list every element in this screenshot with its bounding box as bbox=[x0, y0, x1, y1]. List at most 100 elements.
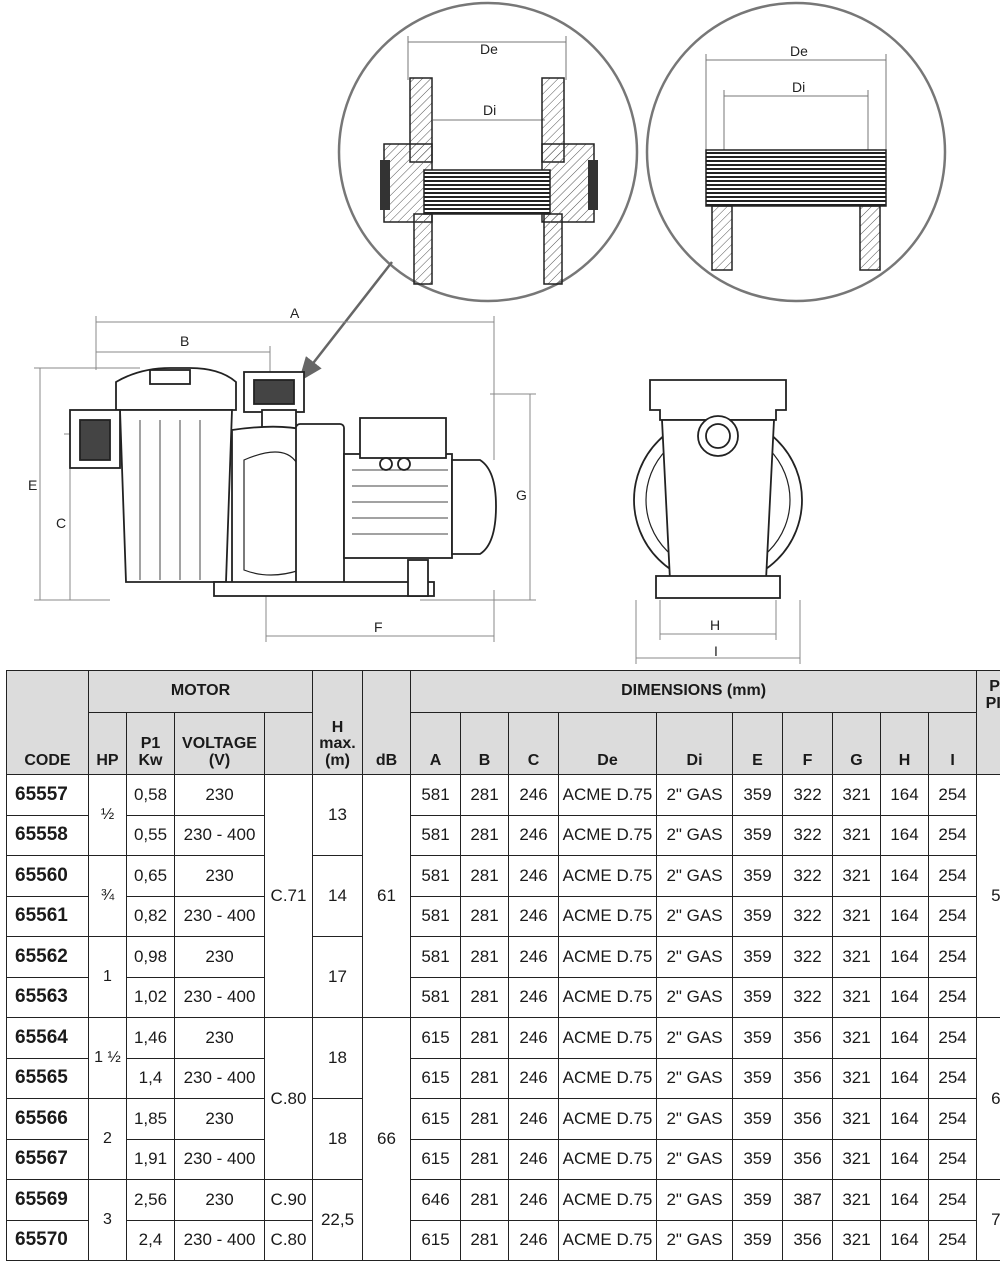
cell-f: 322 bbox=[782, 814, 834, 856]
cell-a: 615 bbox=[410, 1098, 462, 1140]
cell-i: 254 bbox=[928, 855, 978, 897]
header-p1-line2: Kw bbox=[138, 752, 163, 770]
cell-a: 581 bbox=[410, 855, 462, 897]
cell-de: ACME D.75 bbox=[558, 895, 658, 937]
dim-label-a: A bbox=[290, 305, 300, 321]
header-frame bbox=[263, 712, 314, 775]
cell-b: 281 bbox=[460, 895, 510, 937]
cell-i: 254 bbox=[928, 1098, 978, 1140]
cell-code: 65560 bbox=[6, 855, 89, 897]
cell-b: 281 bbox=[460, 1179, 510, 1221]
cell-code: 65563 bbox=[6, 976, 89, 1018]
cell-h: 164 bbox=[880, 976, 930, 1018]
cell-b: 281 bbox=[460, 814, 510, 856]
cell-h-max: 18 bbox=[312, 1098, 364, 1180]
cell-c: 246 bbox=[508, 1138, 560, 1180]
cell-a: 615 bbox=[410, 1057, 462, 1099]
cell-b: 281 bbox=[460, 1017, 510, 1059]
dim-label-de-1: De bbox=[480, 41, 498, 57]
detail-union-circle: De Di bbox=[337, 1, 639, 303]
cell-c: 246 bbox=[508, 814, 560, 856]
cell-h-max: 22,5 bbox=[312, 1179, 364, 1261]
header-e: E bbox=[732, 712, 784, 775]
cell-c: 246 bbox=[508, 1098, 560, 1140]
cell-code: 65557 bbox=[6, 774, 89, 816]
cell-de: ACME D.75 bbox=[558, 1219, 658, 1261]
pump-side-view: A B E C G F bbox=[28, 305, 536, 642]
cell-code: 65558 bbox=[6, 814, 89, 856]
cell-de: ACME D.75 bbox=[558, 774, 658, 816]
cell-b: 281 bbox=[460, 1057, 510, 1099]
cell-h: 164 bbox=[880, 1219, 930, 1261]
cell-p1: 1,91 bbox=[126, 1138, 175, 1180]
cell-c: 246 bbox=[508, 1179, 560, 1221]
pump-front-view: I H bbox=[633, 379, 803, 664]
header-db: dB bbox=[362, 670, 412, 775]
header-f: F bbox=[782, 712, 834, 775]
cell-h: 164 bbox=[880, 814, 930, 856]
dim-label-h: H bbox=[710, 617, 720, 633]
header-h-line3: (m) bbox=[325, 752, 350, 770]
header-pvc-pipe: PVC PIPE D. bbox=[976, 670, 1000, 775]
cell-p1: 1,85 bbox=[126, 1098, 175, 1140]
cell-c: 246 bbox=[508, 1017, 560, 1059]
cell-h-max: 14 bbox=[312, 855, 364, 937]
cell-hp: 1 ½ bbox=[88, 1017, 127, 1099]
dim-label-g: G bbox=[516, 487, 527, 503]
cell-p1: 0,65 bbox=[126, 855, 175, 897]
header-g: G bbox=[832, 712, 882, 775]
cell-h-max: 13 bbox=[312, 774, 364, 856]
cell-e: 359 bbox=[732, 895, 784, 937]
cell-di: 2" GAS bbox=[656, 1219, 734, 1261]
cell-di: 2" GAS bbox=[656, 936, 734, 978]
cell-i: 254 bbox=[928, 774, 978, 816]
cell-di: 2" GAS bbox=[656, 814, 734, 856]
cell-de: ACME D.75 bbox=[558, 976, 658, 1018]
cell-h: 164 bbox=[880, 855, 930, 897]
cell-di: 2" GAS bbox=[656, 1098, 734, 1140]
cell-f: 322 bbox=[782, 895, 834, 937]
cell-f: 356 bbox=[782, 1098, 834, 1140]
header-motor: MOTOR bbox=[87, 670, 314, 713]
header-code: CODE bbox=[6, 670, 89, 775]
cell-code: 65561 bbox=[6, 895, 89, 937]
cell-h: 164 bbox=[880, 1017, 930, 1059]
cell-di: 2" GAS bbox=[656, 1179, 734, 1221]
header-h-max: H max. (m) bbox=[312, 670, 364, 775]
cell-i: 254 bbox=[928, 1219, 978, 1261]
cell-b: 281 bbox=[460, 936, 510, 978]
cell-hp: ¾ bbox=[88, 855, 127, 937]
cell-code: 65569 bbox=[6, 1179, 89, 1221]
cell-c: 246 bbox=[508, 976, 560, 1018]
header-h-dim: H bbox=[880, 712, 930, 775]
cell-g: 321 bbox=[832, 976, 882, 1018]
cell-c: 246 bbox=[508, 1057, 560, 1099]
cell-a: 646 bbox=[410, 1179, 462, 1221]
header-b: B bbox=[460, 712, 510, 775]
cell-di: 2" GAS bbox=[656, 774, 734, 816]
cell-code: 65565 bbox=[6, 1057, 89, 1099]
cell-h-max: 17 bbox=[312, 936, 364, 1018]
cell-g: 321 bbox=[832, 1098, 882, 1140]
cell-c: 246 bbox=[508, 936, 560, 978]
cell-e: 359 bbox=[732, 1179, 784, 1221]
cell-voltage: 230 bbox=[174, 855, 265, 897]
cell-de: ACME D.75 bbox=[558, 1179, 658, 1221]
cell-hp: 1 bbox=[88, 936, 127, 1018]
cell-de: ACME D.75 bbox=[558, 936, 658, 978]
cell-a: 581 bbox=[410, 976, 462, 1018]
cell-h: 164 bbox=[880, 774, 930, 816]
cell-de: ACME D.75 bbox=[558, 1057, 658, 1099]
cell-voltage: 230 - 400 bbox=[174, 1138, 265, 1180]
cell-a: 581 bbox=[410, 774, 462, 816]
cell-voltage: 230 bbox=[174, 1017, 265, 1059]
cell-g: 321 bbox=[832, 1017, 882, 1059]
cell-db: 61 bbox=[362, 774, 412, 1018]
cell-i: 254 bbox=[928, 1138, 978, 1180]
cell-g: 321 bbox=[832, 814, 882, 856]
cell-b: 281 bbox=[460, 1219, 510, 1261]
